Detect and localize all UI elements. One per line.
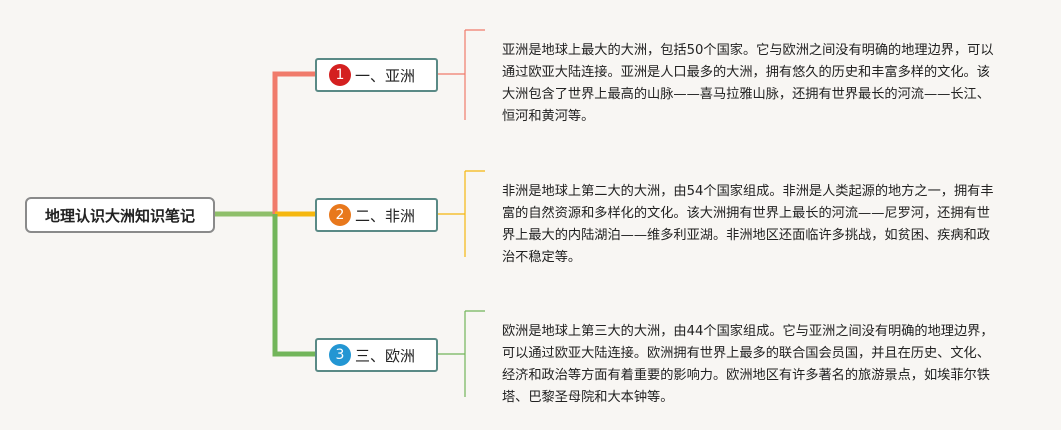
number-3-icon: 3 — [329, 344, 351, 366]
description-africa: 非洲是地球上第二大的大洲，由54个国家组成。非洲是人类起源的地方之一，拥有丰富的… — [502, 184, 994, 265]
branch-label: 三、欧洲 — [355, 346, 416, 365]
root-node[interactable]: 地理认识大洲知识笔记 — [25, 197, 215, 233]
number-2-icon: 2 — [329, 204, 351, 226]
bracket-africa — [438, 170, 485, 257]
number-1-icon: 1 — [329, 64, 351, 86]
description-europe: 欧洲是地球上第三大的大洲，由44个国家组成。它与亚洲之间没有明确的地理边界，可以… — [502, 324, 994, 405]
bracket-asia — [438, 29, 485, 120]
bracket-europe — [438, 310, 485, 397]
branch-label: 二、非洲 — [355, 206, 416, 225]
branch-europe[interactable]: 3 三、欧洲 — [315, 338, 438, 372]
description-asia: 亚洲是地球上最大的大洲，包括50个国家。它与欧洲之间没有明确的地理边界，可以通过… — [502, 43, 994, 124]
branch-asia[interactable]: 1 一、亚洲 — [315, 58, 438, 92]
branch-label: 一、亚洲 — [355, 66, 416, 85]
connector-europe — [272, 214, 315, 357]
branch-africa[interactable]: 2 二、非洲 — [315, 198, 438, 232]
connector-asia — [272, 71, 315, 214]
root-title: 地理认识大洲知识笔记 — [44, 206, 195, 225]
